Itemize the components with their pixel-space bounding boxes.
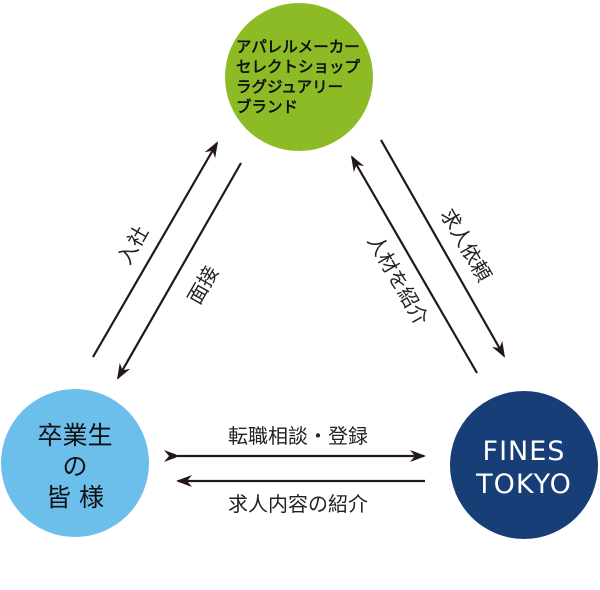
node-graduates-line: 皆 様 xyxy=(46,483,104,512)
label-introduce-jobs: 求人内容の紹介 xyxy=(228,492,368,516)
arrow-join xyxy=(92,141,219,358)
node-brands-line: セレクトショップ xyxy=(236,57,361,76)
node-fines-circle xyxy=(450,391,598,539)
label-job-request: 求人依頼 xyxy=(436,204,497,285)
node-brands: アパレルメーカー セレクトショップ ラグジュアリー ブランド xyxy=(225,3,373,151)
node-brands-line: アパレルメーカー xyxy=(236,38,360,56)
node-graduates: 卒業生 の 皆 様 xyxy=(1,389,149,537)
label-consult-register: 転職相談・登録 xyxy=(228,424,368,448)
arrow-introduce-talent xyxy=(350,155,478,374)
arrows xyxy=(92,139,505,487)
node-fines-tokyo: FINES TOKYO xyxy=(450,391,598,539)
node-brands-line: ラグジュアリー xyxy=(236,77,343,96)
label-interview: 面接 xyxy=(183,262,224,309)
node-brands-line: ブランド xyxy=(236,97,298,116)
edge-labels: 入社 面接 求人依頼 人材を紹介 転職相談・登録 求人内容の紹介 xyxy=(113,204,497,516)
node-graduates-line: の xyxy=(62,452,87,481)
node-fines-line: FINES xyxy=(483,436,566,467)
arrow-job-request xyxy=(380,139,505,358)
node-fines-line: TOKYO xyxy=(475,469,572,500)
arrow-interview xyxy=(117,162,242,380)
node-graduates-circle xyxy=(1,389,149,537)
node-graduates-line: 卒業生 xyxy=(37,421,112,450)
node-brands-circle xyxy=(225,3,373,151)
